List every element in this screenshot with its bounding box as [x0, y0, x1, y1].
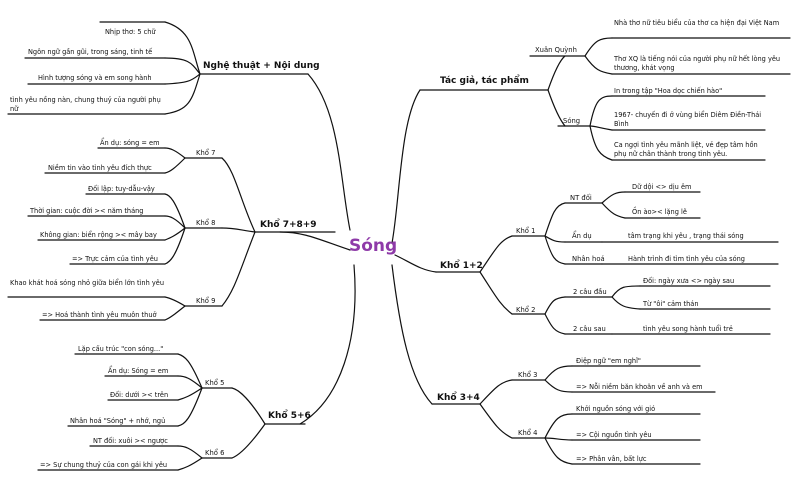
leaf-an-du-song[interactable]: Ẩn dụ: sóng = em: [100, 139, 160, 147]
central-topic[interactable]: Sóng: [349, 236, 398, 256]
node-kho-7[interactable]: Khổ 7: [196, 149, 216, 157]
branch-nghe-thuat[interactable]: Nghệ thuật + Nội dung: [203, 61, 320, 71]
leaf-nha-tho-nu[interactable]: Nhà thơ nữ tiêu biểu của thơ ca hiện đại…: [614, 19, 780, 27]
branch-kho-34[interactable]: Khổ 3+4: [437, 393, 480, 403]
leaf-nt-doi-xuoi[interactable]: NT đối: xuôi >< ngược: [93, 437, 168, 445]
node-2-cau-sau[interactable]: 2 câu sau: [573, 325, 606, 333]
leaf-hanh-trinh[interactable]: Hành trình đi tìm tình yêu của sóng: [628, 255, 745, 263]
node-kho-3[interactable]: Khổ 3: [518, 371, 538, 379]
leaf-on-ao[interactable]: Ồn ào>< lặng lẽ: [632, 208, 687, 216]
leaf-chung-thuy[interactable]: => Sự chung thuỷ của con gái khi yêu: [40, 461, 168, 469]
leaf-noi-niem[interactable]: => Nỗi niềm băn khoăn về anh và em: [576, 383, 703, 391]
node-2-cau-dau[interactable]: 2 câu đầu: [573, 288, 607, 296]
leaf-doi-duoi-tren[interactable]: Đối: dưới >< trên: [110, 391, 169, 399]
branch-kho-56[interactable]: Khổ 5+6: [268, 411, 311, 421]
node-xuan-quynh[interactable]: Xuân Quỳnh: [535, 46, 577, 54]
leaf-khao-khat[interactable]: Khao khát hoá sóng nhỏ giữa biển lớn tìn…: [10, 279, 164, 287]
node-kho-5[interactable]: Khổ 5: [205, 379, 225, 387]
leaf-ngon-ngu[interactable]: Ngôn ngữ gần gũi, trong sáng, tinh tế: [28, 48, 153, 56]
leaf-in-trong-tap[interactable]: In trong tập "Hoa dọc chiến hào": [614, 87, 723, 95]
leaf-hinh-tuong[interactable]: Hình tượng sóng và em song hành: [38, 74, 152, 82]
node-an-du[interactable]: Ẩn dụ: [572, 232, 592, 240]
leaf-truc-cam[interactable]: => Trực cảm của tình yêu: [72, 255, 158, 263]
leaf-niem-tin[interactable]: Niềm tin vào tình yêu đích thực: [48, 164, 152, 172]
leaf-tu-oi[interactable]: Từ "ôi" cảm thán: [643, 300, 699, 308]
node-kho-1[interactable]: Khổ 1: [516, 227, 536, 235]
node-kho-8[interactable]: Khổ 8: [196, 219, 216, 227]
leaf-nhan-hoa-song[interactable]: Nhân hoá "Sóng" + nhớ, ngủ: [70, 417, 166, 425]
leaf-coi-nguon[interactable]: => Cội nguồn tình yêu: [576, 431, 652, 439]
leaf-diep-ngu[interactable]: Điệp ngữ "em nghĩ": [576, 357, 641, 365]
leaf-phan-van[interactable]: => Phân vân, bất lực: [576, 455, 647, 463]
leaf-khong-gian[interactable]: Không gian: biển rộng >< mây bay: [40, 231, 157, 239]
leaf-doi-ngay-xua[interactable]: Đối: ngày xưa <> ngày sau: [643, 277, 735, 285]
node-nhan-hoa[interactable]: Nhân hoá: [572, 255, 605, 263]
leaf-lap-cau-truc[interactable]: Lặp cấu trúc "con sóng...": [78, 345, 164, 353]
node-kho-4[interactable]: Khổ 4: [518, 429, 538, 437]
leaf-khoi-nguon[interactable]: Khởi nguồn sóng với gió: [576, 405, 656, 413]
leaf-song-hanh[interactable]: tình yêu song hành tuổi trẻ: [643, 325, 733, 333]
node-kho-6[interactable]: Khổ 6: [205, 449, 225, 457]
leaf-tinh-yeu[interactable]: tình yêu nồng nàn, chung thuỷ của người …: [10, 96, 161, 113]
leaf-doi-lap[interactable]: Đối lập: tuy-dẫu-vậy: [88, 185, 155, 193]
leaf-hoa-thanh[interactable]: => Hoá thành tình yêu muôn thuở: [42, 311, 157, 319]
leaf-du-doi[interactable]: Dữ dội <> dịu êm: [632, 183, 692, 191]
node-kho-2[interactable]: Khổ 2: [516, 306, 536, 314]
leaf-chuyen-di[interactable]: 1967- chuyến đi ở vùng biển Diêm Điền-Th…: [614, 111, 762, 128]
branch-tac-gia[interactable]: Tác giả, tác phẩm: [440, 76, 529, 86]
node-nt-doi[interactable]: NT đối: [570, 194, 592, 202]
leaf-nhip-tho[interactable]: Nhịp thơ: 5 chữ: [105, 28, 156, 36]
leaf-an-du-em[interactable]: Ẩn dụ: Sóng = em: [108, 367, 169, 375]
leaf-tho-xq[interactable]: Thơ XQ là tiếng nói của người phụ nữ hết…: [614, 55, 781, 72]
node-song[interactable]: Sóng: [563, 117, 581, 125]
leaf-ca-ngoi[interactable]: Ca ngợi tình yêu mãnh liệt, vẻ đẹp tâm h…: [614, 141, 758, 158]
branch-kho-12[interactable]: Khổ 1+2: [440, 261, 483, 271]
leaf-tam-trang[interactable]: tâm trạng khi yêu , trạng thái sóng: [628, 232, 744, 240]
branch-kho-789[interactable]: Khổ 7+8+9: [260, 220, 317, 230]
node-kho-9[interactable]: Khổ 9: [196, 297, 216, 305]
leaf-thoi-gian[interactable]: Thời gian: cuộc đời >< năm tháng: [30, 207, 144, 215]
